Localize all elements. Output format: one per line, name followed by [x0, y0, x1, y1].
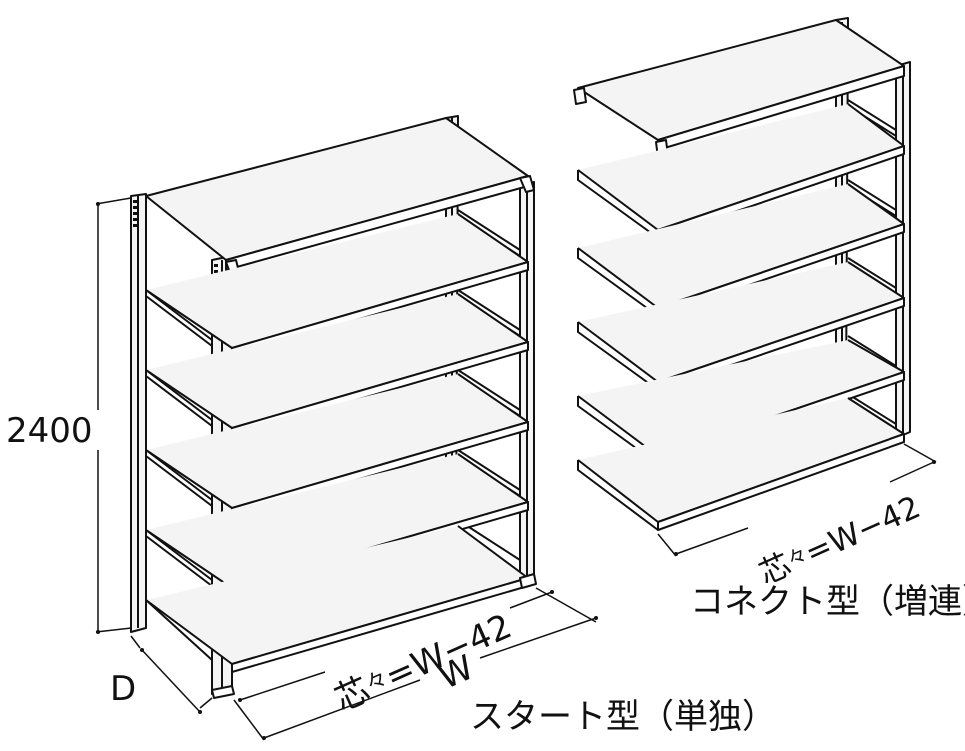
start-left-side-rails	[145, 289, 213, 661]
start-front-right-post	[519, 181, 535, 585]
height-dimension	[95, 197, 132, 634]
start-type-shelf	[130, 115, 537, 699]
connect-type-caption: コネクト型（増連）	[690, 582, 965, 622]
connect-pitch-dimension	[657, 443, 937, 557]
start-rear-left-post	[130, 193, 147, 633]
connect-shelf-bottom	[577, 397, 905, 531]
start-width-dimension	[233, 587, 598, 741]
dimension-lines	[95, 197, 937, 741]
height-label: 2400	[6, 411, 93, 451]
start-foot-front-right	[519, 573, 537, 589]
connect-type-shelf	[573, 17, 911, 531]
depth-dimension	[130, 635, 213, 714]
start-foot-front-left	[211, 685, 235, 699]
start-type-caption: スタート型（単独）	[470, 697, 776, 737]
depth-label: D	[110, 669, 137, 709]
